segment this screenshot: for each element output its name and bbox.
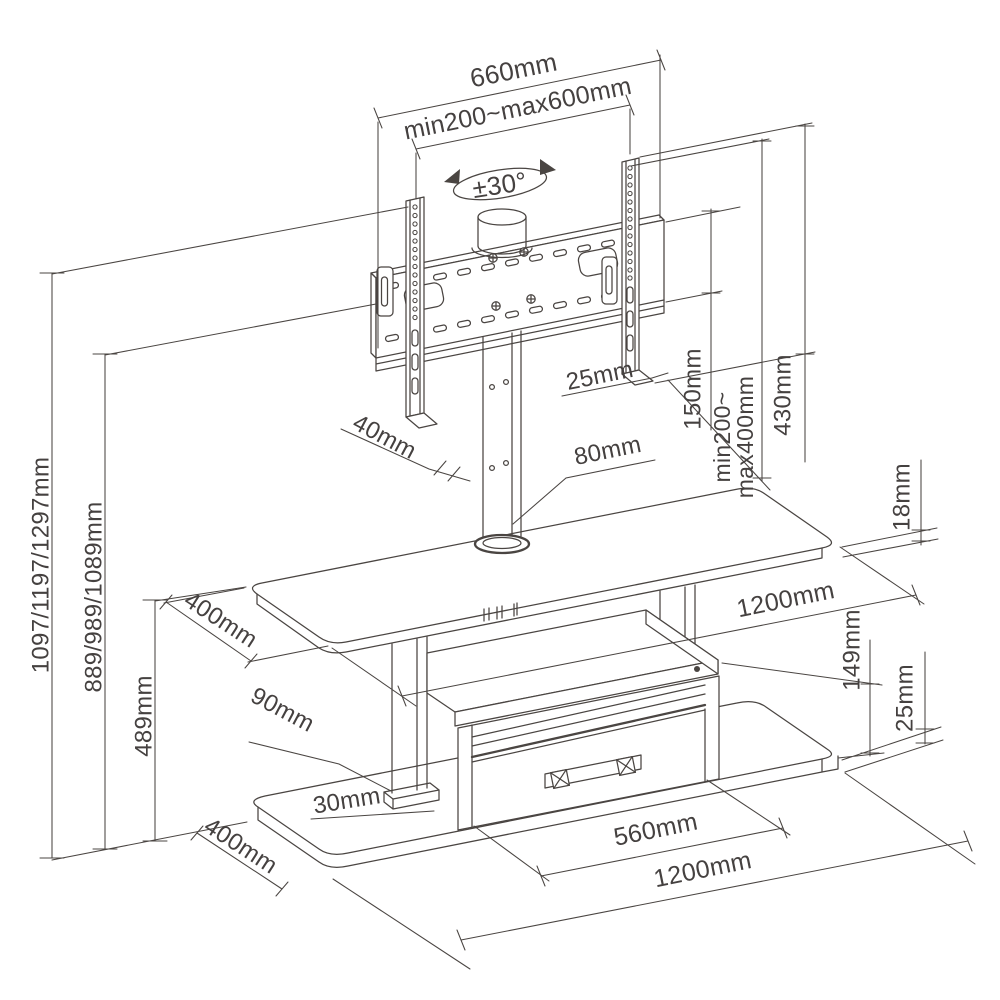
handle-screw-left [549,768,571,790]
dim-height-to-bracket-label: 889/989/1089mm [80,502,107,693]
swivel-angle-label: ±30° [470,166,529,204]
dim-vesa-height-label-line1: min200~ [709,392,735,483]
dimension-lines [39,49,976,970]
dim-base-depth-label: 400mm [199,813,282,880]
dim-cabinet-height-label: 149mm [838,609,865,691]
support-column-right [659,584,696,645]
dim-bar-height-label: 150mm [679,348,706,430]
pole-collar [473,533,531,555]
crossbar-screws [488,247,536,311]
tv-rail-left [376,196,438,429]
swivel-cap [471,208,533,259]
drawer-handle [544,754,642,789]
media-cabinet [426,609,720,831]
dim-hook-depth-label: 25mm [564,356,636,396]
tv-rail-right [601,157,654,386]
dim-drawer-width-label: 560mm [611,807,700,851]
mount-crossbar [370,214,665,372]
dim-height-overall-label: 1097/1197/1297mm [27,457,54,674]
cabinet-body [457,675,720,831]
dim-shelf-thickness-label: 18mm [888,463,915,531]
swivel-indicator [444,159,556,201]
swivel-arrow-right [540,159,556,175]
dim-base-thickness-label: 25mm [891,664,918,732]
dim-bracket-width-label: 660mm [467,46,559,93]
dim-shelf-height-label: 489mm [130,675,157,757]
dim-bracket-height-label: 430mm [769,354,796,436]
dim-shelf-width-label: 1200mm [734,576,837,623]
dim-column-depth-label: 90mm [246,682,319,738]
cam-lock-hole [694,666,700,672]
swivel-arrow-left [444,169,460,184]
pole [482,330,522,538]
handle-screw-right [615,755,637,777]
dim-vesa-height-label-line2: max400mm [732,376,758,499]
support-column-left [383,636,440,810]
drawer [470,703,707,790]
